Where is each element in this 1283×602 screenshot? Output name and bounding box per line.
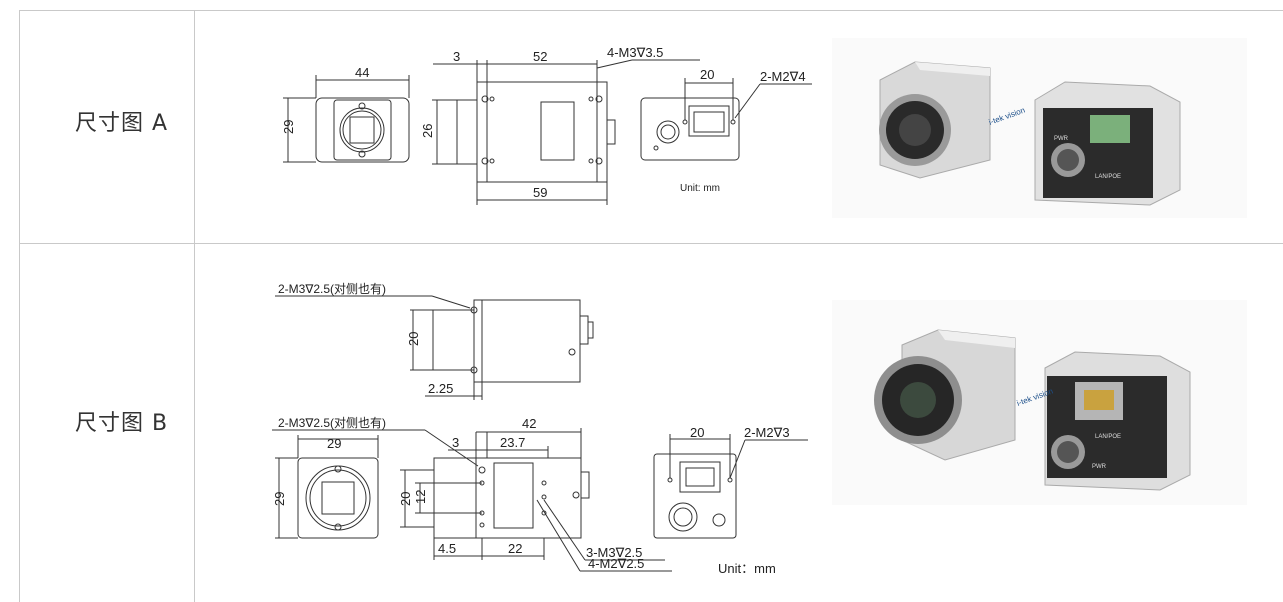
dim-b-holes-m2: 4-M2∇2.5 <box>588 556 644 571</box>
dim-b-side-total: 42 <box>522 416 536 431</box>
photo-b-port-label: LAN/POE <box>1095 434 1121 440</box>
dim-a-side-holes: 4-M3∇3.5 <box>607 45 663 60</box>
column-divider <box>194 10 195 602</box>
dim-a-back-spacing: 20 <box>700 67 714 82</box>
dim-b-side-inner-height: 12 <box>413 490 428 504</box>
photo-a-port-label: LAN/POE <box>1095 174 1121 180</box>
dim-b-top-height: 20 <box>406 332 421 346</box>
dim-b-side-height: 20 <box>398 492 413 506</box>
table-left-border <box>19 10 20 602</box>
dim-b-bottom-offset: 4.5 <box>438 541 456 556</box>
dim-b-front-height: 29 <box>272 492 287 506</box>
front-view-b <box>275 435 379 539</box>
dim-b-holes-m3: 3-M3∇2.5 <box>586 545 642 560</box>
side-view-b <box>272 428 672 572</box>
dim-a-back-holes: 2-M2∇4 <box>760 69 806 84</box>
dim-b-unit: Unit：mm <box>718 561 776 576</box>
dim-b-top-offset: 2.25 <box>428 381 453 396</box>
dim-b-side-inner: 23.7 <box>500 435 525 450</box>
row-label-b: 尺寸图 B <box>75 411 169 436</box>
row-divider <box>19 243 1283 244</box>
dim-a-side-total: 59 <box>533 185 547 200</box>
row-label-a: 尺寸图 A <box>75 111 169 136</box>
front-view-a <box>283 75 410 163</box>
camera-photo-b: i-tek vision LAN/POE PWR <box>832 300 1247 505</box>
dim-a-front-width: 44 <box>355 65 369 80</box>
dim-b-top-holes: 2-M3∇2.5(对侧也有) <box>278 282 386 296</box>
dim-b-bottom-length: 22 <box>508 541 522 556</box>
dim-a-unit: Unit: mm <box>680 183 720 194</box>
table-top-border <box>19 10 1283 11</box>
top-view-b <box>275 295 594 400</box>
dim-b-back-spacing: 20 <box>690 425 704 440</box>
back-view-b <box>653 434 808 539</box>
dim-b-side-offset: 3 <box>452 435 459 450</box>
dim-a-front-height: 29 <box>281 120 296 134</box>
dim-b-front-width: 29 <box>327 436 341 451</box>
dim-a-side-offset: 3 <box>453 49 460 64</box>
camera-photo-a: i-tek vision LAN/POE PWR <box>832 38 1247 218</box>
photo-b-power-label: PWR <box>1092 464 1107 470</box>
dim-a-side-height: 26 <box>420 124 435 138</box>
photo-a-power-label: PWR <box>1054 136 1069 142</box>
dimension-table: 尺寸图 A 尺寸图 B <box>19 0 1283 602</box>
dim-b-back-holes: 2-M2∇3 <box>744 425 790 440</box>
dim-b-side-holes: 2-M3∇2.5(对侧也有) <box>278 416 386 430</box>
side-view-a <box>432 59 700 205</box>
dim-a-side-length: 52 <box>533 49 547 64</box>
back-view-a <box>640 78 812 161</box>
